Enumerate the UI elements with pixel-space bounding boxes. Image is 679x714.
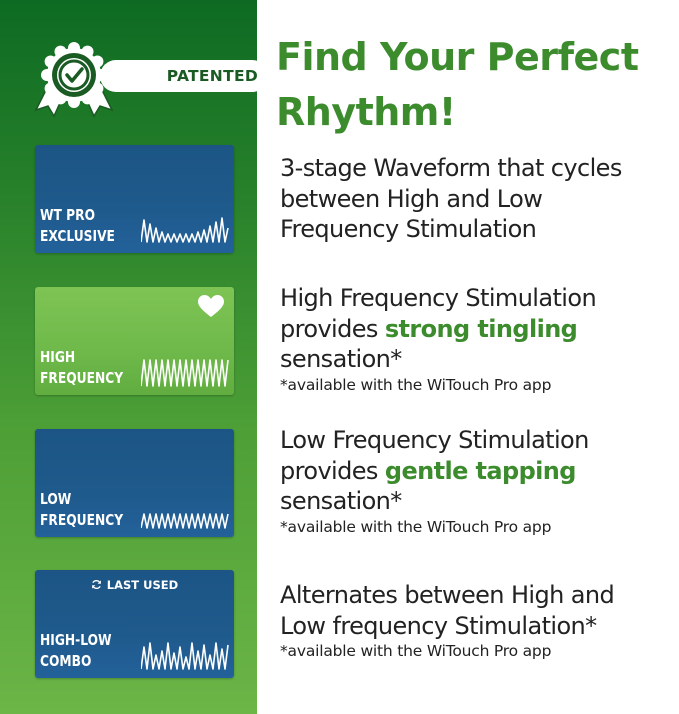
card-label-line2: FREQUENCY [40, 511, 124, 529]
feature-text: provides [280, 456, 385, 485]
headline: Find Your Perfect Rhythm! [276, 30, 639, 140]
feature-text: provides [280, 314, 385, 343]
feature-line: Low frequency Stimulation* [280, 611, 597, 640]
card-label-line2: COMBO [40, 652, 92, 670]
feature-high-frequency: High Frequency Stimulation provides stro… [280, 283, 679, 396]
high-frequency-card: HIGH FREQUENCY [35, 287, 234, 395]
heart-icon [198, 295, 224, 317]
feature-line: sensation* [280, 345, 402, 373]
waveform-icon [141, 359, 229, 387]
card-label: HIGH-LOW COMBO [40, 630, 112, 672]
card-label-line2: FREQUENCY [40, 369, 124, 387]
feature-highlight: strong tingling [384, 314, 578, 343]
availability-note: *available with the WiTouch Pro app [280, 642, 552, 660]
availability-note: *available with the WiTouch Pro app [280, 517, 552, 536]
feature-line: provides strong tingling [280, 314, 679, 345]
patented-label: PATENTED [100, 60, 268, 92]
feature-line: 3-stage Waveform that cycles [280, 154, 622, 182]
feature-line: High Frequency Stimulation [280, 284, 597, 312]
card-label-line1: LOW [40, 490, 72, 508]
cycle-icon [91, 579, 101, 590]
waveform-icon [141, 513, 229, 529]
feature-line: provides gentle tapping [280, 456, 679, 487]
headline-line1: Find Your Perfect [276, 35, 639, 79]
feature-line: sensation* [280, 487, 402, 515]
card-label: WT PRO EXCLUSIVE [40, 205, 115, 247]
feature-low-frequency: Low Frequency Stimulation provides gentl… [280, 425, 679, 538]
patented-badge: PATENTED [34, 40, 268, 120]
card-label: LOW FREQUENCY [40, 489, 123, 531]
card-label: HIGH FREQUENCY [40, 347, 123, 389]
wt-pro-exclusive-card: WT PRO EXCLUSIVE [35, 145, 234, 253]
feature-alternates: Alternates between High and Low frequenc… [280, 580, 679, 662]
last-used-indicator: LAST USED [35, 578, 234, 592]
card-label-line2: EXCLUSIVE [40, 227, 115, 245]
checkmark-rosette-icon [34, 42, 114, 118]
feature-line: Frequency Stimulation [280, 215, 537, 243]
waveform-icon [141, 217, 229, 243]
availability-note: *available with the WiTouch Pro app [280, 375, 552, 394]
waveform-icon [141, 642, 229, 670]
right-content: Find Your Perfect Rhythm! 3-stage Wavefo… [257, 0, 679, 714]
card-label-line1: HIGH-LOW [40, 631, 112, 649]
feature-waveform: 3-stage Waveform that cycles between Hig… [280, 153, 679, 245]
low-frequency-card: LOW FREQUENCY [35, 429, 234, 537]
feature-highlight: gentle tapping [384, 456, 577, 485]
last-used-label: LAST USED [106, 578, 179, 592]
card-label-line1: WT PRO [40, 206, 96, 224]
feature-line: Alternates between High and [280, 581, 615, 609]
card-label-line1: HIGH [40, 348, 76, 366]
feature-line: between High and Low [280, 184, 543, 213]
high-low-combo-card: LAST USED HIGH-LOW COMBO [35, 570, 234, 678]
headline-line2: Rhythm! [276, 90, 456, 134]
feature-line: Low Frequency Stimulation [280, 426, 589, 454]
left-panel: PATENTED WT PRO EXCLUSIVE [0, 0, 268, 714]
